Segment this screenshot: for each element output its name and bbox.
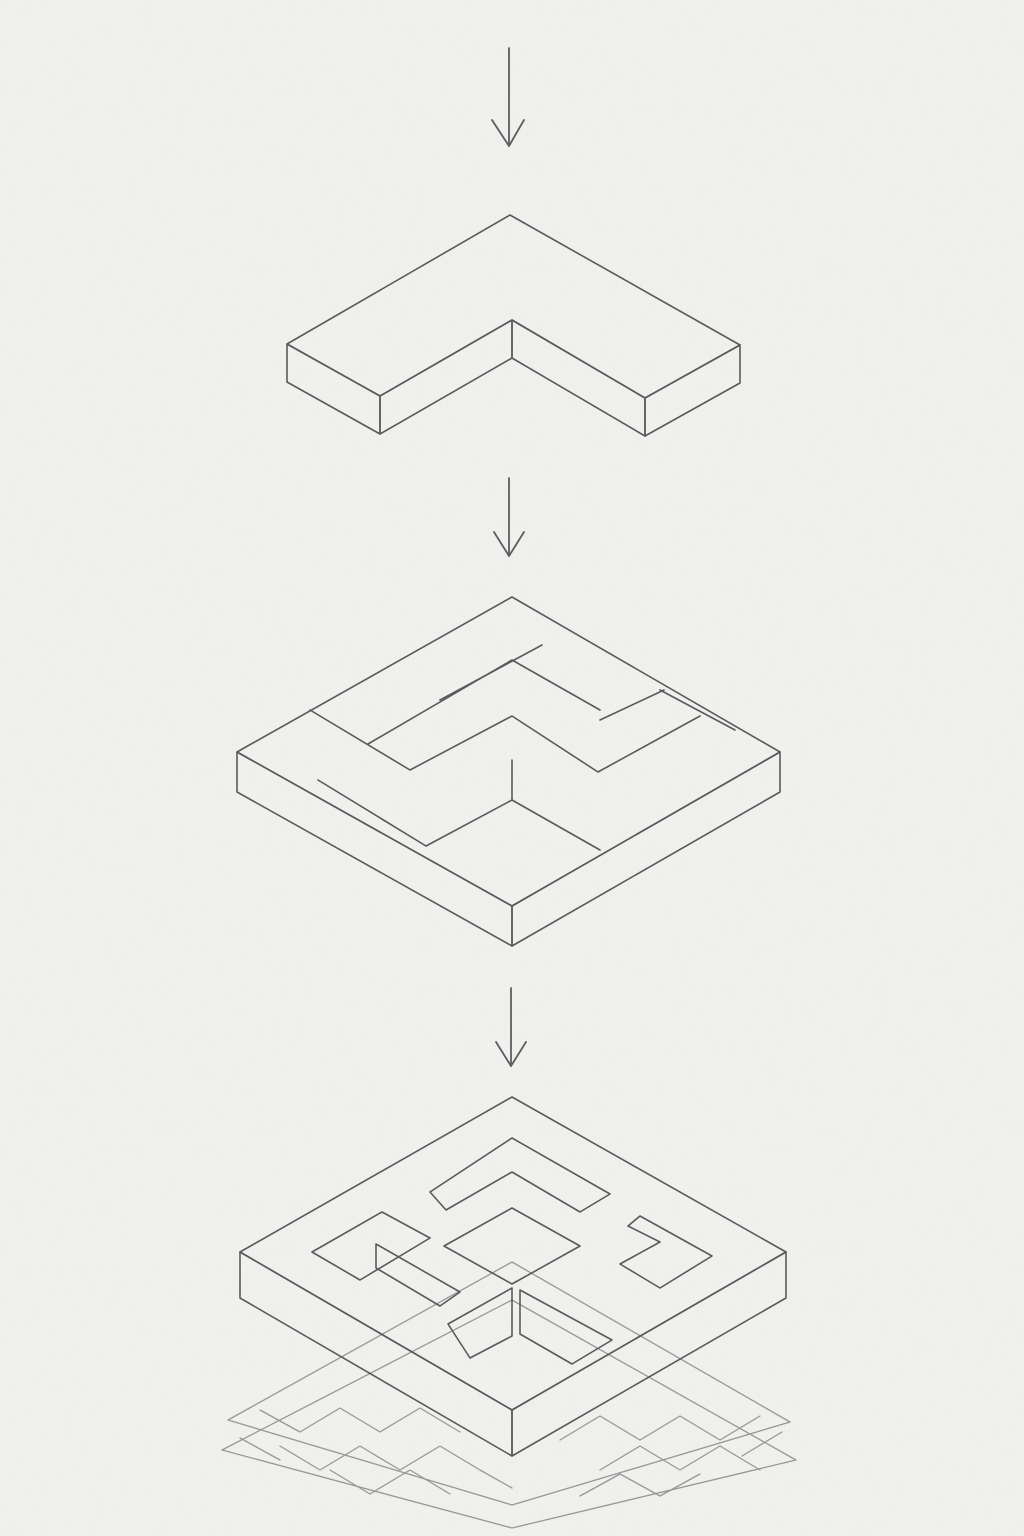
maze-right-side [511,1251,787,1457]
maze-floor-pattern [221,1261,797,1529]
maze-channels [311,1137,713,1365]
l-block-right-side [644,344,741,437]
down-arrow-2 [493,477,525,557]
tile-piece-seams [309,644,736,851]
maze-block [239,1096,787,1457]
down-arrow-1 [491,47,525,147]
tile-right-side [511,751,781,947]
interlocking-tile [236,596,781,947]
l-shaped-block [286,214,741,437]
down-arrow-3 [495,987,527,1067]
